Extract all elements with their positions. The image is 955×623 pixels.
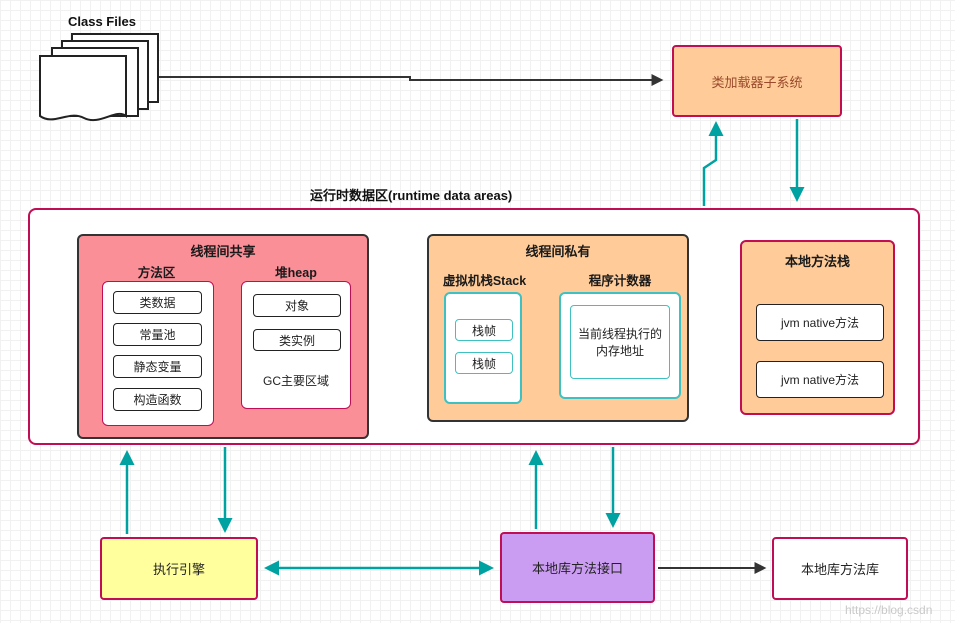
heap-title: 堆heap [275,266,317,280]
thread-private-group: 线程间私有 虚拟机栈Stack 栈帧 栈帧 程序计数器 当前线程执行的内存地址 [427,234,689,422]
execution-engine-node: 执行引擎 [100,537,258,600]
class-loader-node: 类加载器子系统 [672,45,842,117]
class-files-icon [39,33,159,121]
native-method-stack-group: 本地方法栈 jvm native方法 jvm native方法 [740,240,895,415]
class-files-label: Class Files [68,14,136,29]
class-loader-label: 类加载器子系统 [711,74,803,90]
heap-container: 对象 类实例 GC主要区域 [241,281,351,409]
native-library-node: 本地库方法库 [772,537,908,600]
vm-stack-title: 虚拟机栈Stack [442,274,527,288]
method-area-container: 类数据 常量池 静态变量 构造函数 [102,281,214,426]
vm-stack-container: 栈帧 栈帧 [444,292,522,404]
pc-register-container: 当前线程执行的内存地址 [559,292,681,399]
method-area-item: 常量池 [113,323,202,346]
native-library-label: 本地库方法库 [800,562,879,577]
pc-register-content: 当前线程执行的内存地址 [570,305,670,379]
method-area-item: 静态变量 [113,355,202,378]
native-interface-node: 本地库方法接口 [500,532,655,603]
heap-item: 对象 [253,294,341,317]
thread-private-title: 线程间私有 [525,244,591,259]
native-method-stack-title: 本地方法栈 [784,254,850,269]
pc-register-title: 程序计数器 [588,274,652,288]
heap-note: GC主要区域 [262,374,329,388]
runtime-area-container: 线程间共享 方法区 类数据 常量池 静态变量 构造函数 堆heap 对象 类实例… [28,208,920,445]
stack-frame: 栈帧 [455,319,513,341]
native-method-item: jvm native方法 [756,304,884,341]
native-method-item: jvm native方法 [756,361,884,398]
native-interface-label: 本地库方法接口 [531,561,623,576]
method-area-title: 方法区 [137,266,176,280]
execution-engine-label: 执行引擎 [152,562,205,577]
thread-shared-title: 线程间共享 [190,244,256,259]
thread-shared-group: 线程间共享 方法区 类数据 常量池 静态变量 构造函数 堆heap 对象 类实例… [77,234,369,439]
method-area-item: 类数据 [113,291,202,314]
method-area-item: 构造函数 [113,388,202,411]
heap-item: 类实例 [253,329,341,351]
runtime-area-title: 运行时数据区(runtime data areas) [310,188,513,203]
stack-frame: 栈帧 [455,352,513,374]
watermark-text: https://blog.csdn [845,603,933,617]
